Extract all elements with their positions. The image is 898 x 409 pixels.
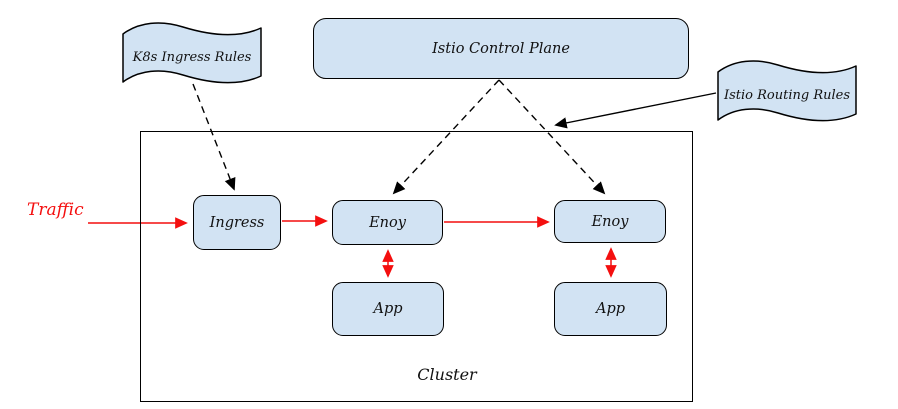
- node-envoy-left: Enoy: [332, 200, 443, 245]
- flag-k8s-label: K8s Ingress Rules: [132, 49, 252, 65]
- node-envoy-right: Enoy: [554, 200, 666, 243]
- control-plane-label: Istio Control Plane: [432, 40, 570, 57]
- envoy-right-label: Enoy: [591, 213, 629, 230]
- node-istio-control-plane: Istio Control Plane: [313, 18, 689, 79]
- flag-istio-routing-rules: Istio Routing Rules: [716, 57, 858, 129]
- node-app-right: App: [554, 282, 667, 336]
- cluster-boundary: [140, 131, 693, 402]
- node-ingress: Ingress: [193, 195, 281, 250]
- cluster-label: Cluster: [417, 365, 477, 384]
- traffic-label: Traffic: [27, 200, 84, 220]
- edge-routingrules-pointer: [554, 92, 717, 129]
- ingress-label: Ingress: [209, 214, 265, 231]
- flag-routing-label: Istio Routing Rules: [723, 87, 851, 103]
- app-left-label: App: [373, 301, 403, 317]
- tape-shape-icon: [717, 60, 857, 122]
- app-right-label: App: [595, 301, 626, 317]
- node-app-left: App: [332, 282, 444, 336]
- flag-k8s-ingress-rules: K8s Ingress Rules: [121, 19, 263, 91]
- tape-shape-icon: [122, 22, 262, 84]
- envoy-left-label: Enoy: [369, 214, 406, 231]
